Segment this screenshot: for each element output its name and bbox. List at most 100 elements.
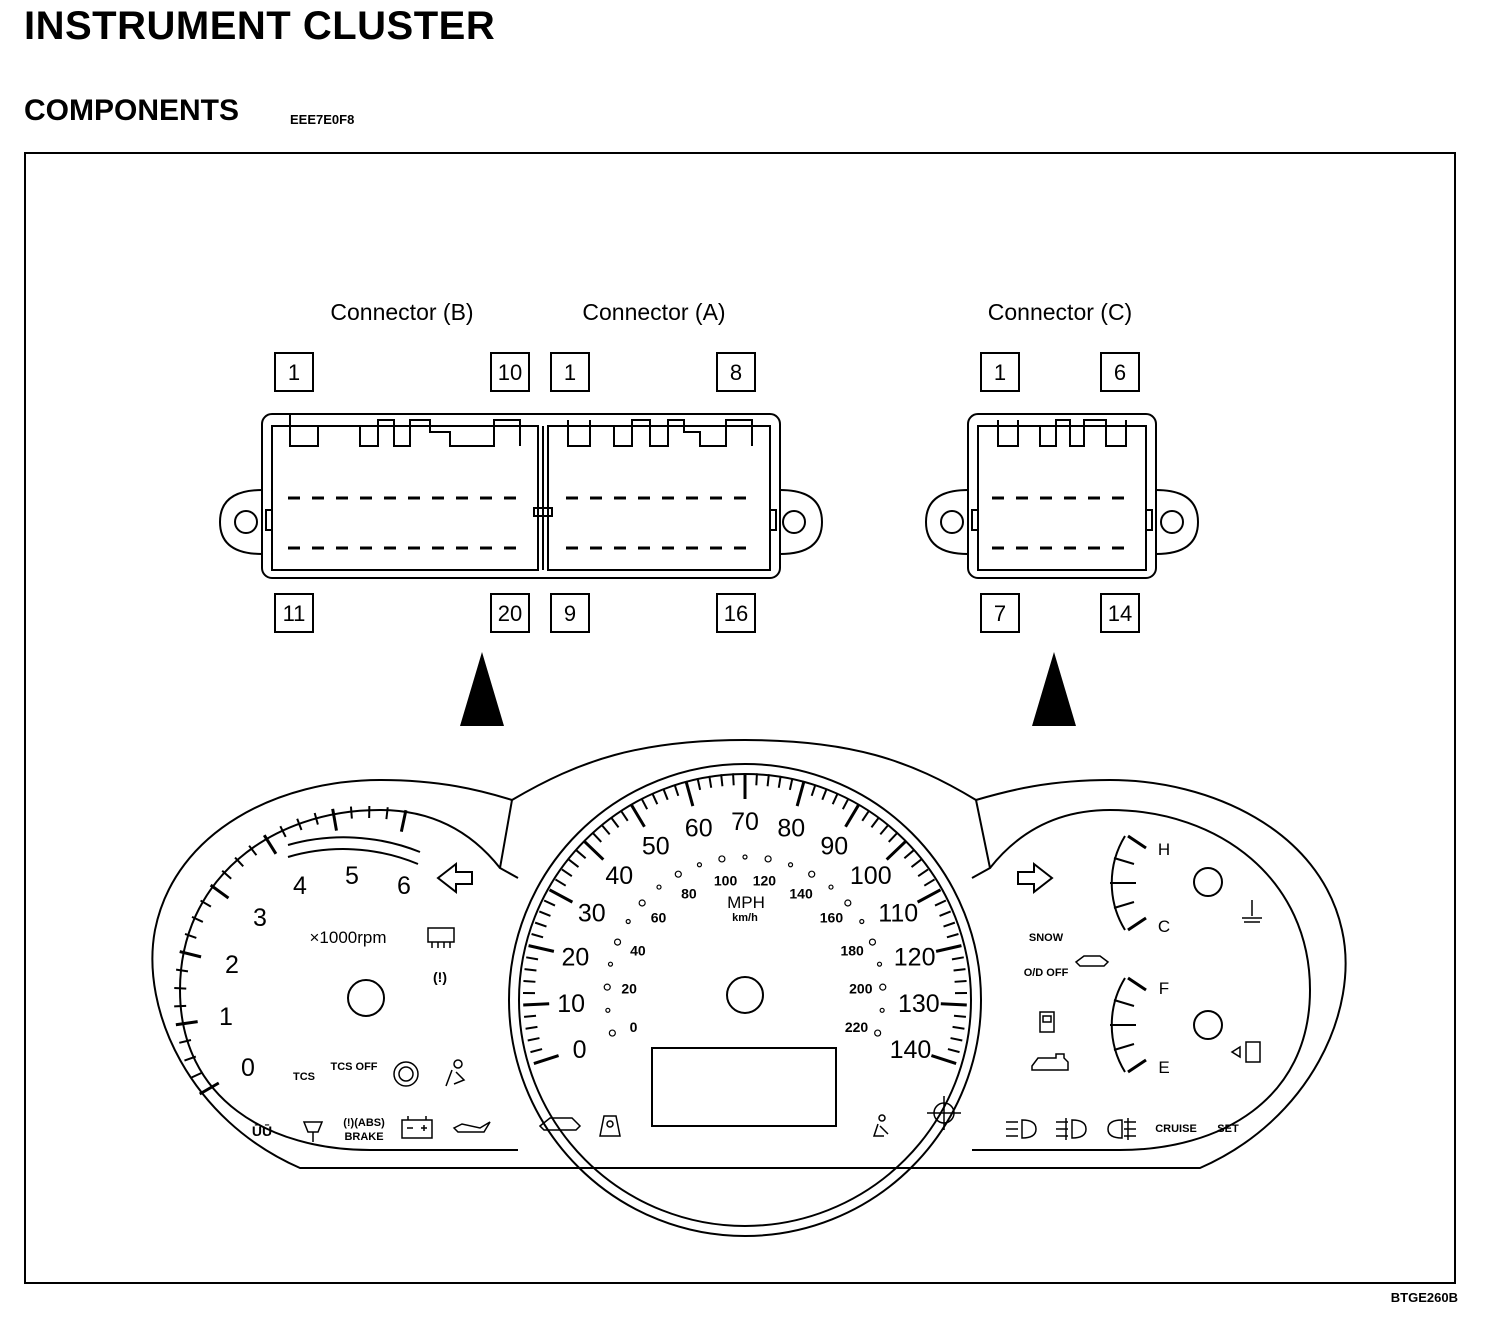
kmh-tick xyxy=(638,899,646,907)
kmh-tick xyxy=(613,938,622,946)
tach-tick xyxy=(399,809,408,833)
speed-tick xyxy=(554,878,567,887)
kmh-label: 220 xyxy=(845,1019,869,1035)
pin-number-boxes xyxy=(274,352,1140,633)
tach-tick xyxy=(279,825,287,838)
trunk-open-icon xyxy=(599,1115,621,1137)
immobilizer-icon xyxy=(302,1121,324,1142)
od-off-indicator: O/D OFF xyxy=(1024,967,1069,979)
cruise-indicator: CRUISE xyxy=(1155,1123,1197,1135)
mph-label: 120 xyxy=(894,943,936,971)
pin-a-bottom-right: 16 xyxy=(724,601,748,626)
fuel-full-label: F xyxy=(1159,979,1169,998)
speed-tick xyxy=(583,840,605,861)
speed-tick xyxy=(561,868,573,878)
speed-tick xyxy=(523,980,536,983)
speed-tick xyxy=(935,944,962,953)
speed-tick xyxy=(879,824,889,836)
kmh-label: 160 xyxy=(820,910,844,926)
kmh-unit: km/h xyxy=(732,912,758,924)
right-gauges: H C F E SNOW O/D OFF xyxy=(1006,834,1262,1140)
speed-tick xyxy=(885,840,907,861)
check-engine-icon xyxy=(1031,1053,1069,1071)
rear-defrost-icon xyxy=(427,927,455,948)
tach-tick xyxy=(174,986,187,990)
crosshair-marker-icon xyxy=(927,1096,961,1130)
speed-tick xyxy=(651,792,659,805)
tach-label-5: 5 xyxy=(345,862,359,890)
connector-a-label: Connector (A) xyxy=(582,299,725,325)
kmh-tick xyxy=(674,870,682,878)
mph-label: 30 xyxy=(578,900,606,928)
tcs-indicator: TCS xyxy=(293,1071,315,1083)
connector-b-label: Connector (B) xyxy=(330,299,473,325)
tach-tick xyxy=(349,806,353,819)
speed-tick xyxy=(538,910,551,917)
speed-tick xyxy=(673,784,680,797)
speed-tick xyxy=(947,1048,960,1054)
tachometer-redline-band xyxy=(287,836,421,853)
tach-tick xyxy=(221,870,232,880)
headlight-high-beam-icon xyxy=(1006,1119,1037,1139)
speed-tick xyxy=(934,899,947,907)
pin-c-top-left: 1 xyxy=(994,360,1006,385)
seatbelt-warning-icon xyxy=(872,1114,889,1137)
speed-tick xyxy=(930,1054,957,1066)
kmh-tick xyxy=(607,961,614,967)
speed-tick xyxy=(953,1014,967,1018)
kmh-label: 40 xyxy=(630,943,646,959)
speed-tick xyxy=(788,777,794,791)
speed-tick xyxy=(910,858,922,868)
kmh-tick xyxy=(844,899,852,907)
speed-tick xyxy=(523,1002,550,1007)
right-turn-signal-icon xyxy=(1017,861,1054,895)
speed-tick xyxy=(903,849,915,860)
tach-tick xyxy=(175,1020,198,1027)
kmh-tick xyxy=(859,918,865,925)
airbag-warning-icon xyxy=(445,1059,466,1087)
pin-c-top-right: 6 xyxy=(1114,360,1126,385)
speed-tick xyxy=(601,824,611,836)
speed-tick xyxy=(708,775,713,788)
front-fog-light-icon xyxy=(1056,1118,1087,1140)
speed-tick xyxy=(530,1048,543,1054)
tach-tick xyxy=(198,1081,220,1096)
speedometer-hub xyxy=(726,976,764,1014)
tach-tick xyxy=(385,807,389,820)
speed-tick xyxy=(810,784,817,797)
kmh-tick xyxy=(879,1007,885,1013)
speed-tick xyxy=(575,849,587,860)
arrow-to-connector-ab xyxy=(460,652,504,726)
speed-tick xyxy=(684,780,695,807)
rear-fog-light-icon xyxy=(1107,1118,1136,1140)
tcs-off-indicator: TCS OFF xyxy=(330,1061,377,1073)
tach-tick xyxy=(209,883,230,900)
brake-warning-line2: BRAKE xyxy=(344,1131,383,1143)
tach-tick xyxy=(179,950,202,959)
glow-plug-icon: ŪŪ xyxy=(252,1123,272,1139)
tach-label-6: 6 xyxy=(397,872,411,900)
mph-label: 20 xyxy=(561,943,589,971)
kmh-label: 100 xyxy=(714,873,738,889)
tachometer-hub xyxy=(347,979,385,1017)
speed-tick xyxy=(662,788,669,801)
kmh-tick xyxy=(764,855,772,863)
speed-tick xyxy=(568,858,580,868)
speed-tick xyxy=(531,933,544,939)
speed-tick xyxy=(950,1037,963,1042)
set-indicator: SET xyxy=(1217,1123,1239,1135)
connector-b-pin-rows xyxy=(288,496,524,550)
kmh-label: 140 xyxy=(789,885,813,901)
speed-tick xyxy=(946,933,959,939)
pin-c-bottom-right: 14 xyxy=(1108,601,1132,626)
kmh-label: 20 xyxy=(621,980,637,996)
kmh-tick xyxy=(742,854,748,860)
speed-tick xyxy=(844,803,861,828)
section-title: COMPONENTS xyxy=(24,94,240,127)
kmh-tick xyxy=(718,855,726,863)
speed-tick xyxy=(533,1054,560,1066)
pin-b-top-right: 10 xyxy=(498,360,522,385)
temp-low-label: C xyxy=(1158,917,1170,936)
mph-label: 110 xyxy=(878,900,918,928)
